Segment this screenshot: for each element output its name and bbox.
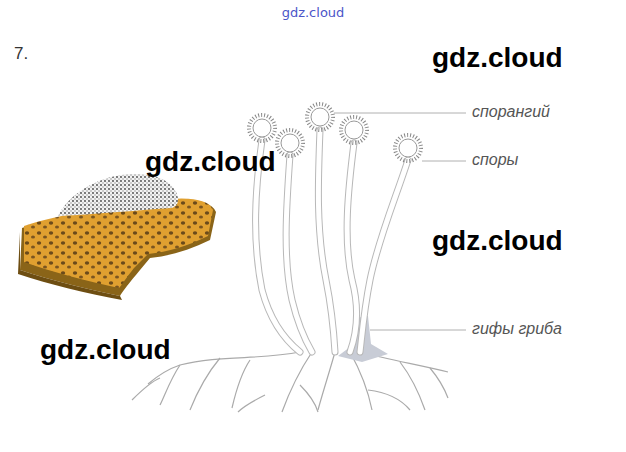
part-label: споры — [470, 151, 520, 168]
task-number: 7. — [14, 44, 28, 63]
watermark-slot: gdz.cloud — [432, 42, 563, 74]
part-label: гифы гриба — [470, 320, 564, 337]
watermark-slot: gdz.cloud — [282, 3, 345, 21]
watermark-slot: gdz.cloud — [432, 225, 563, 257]
watermark: gdz.cloud — [282, 5, 345, 20]
watermark: gdz.cloud — [145, 146, 276, 177]
watermark: gdz.cloud — [432, 225, 563, 256]
task-number-slot: 7. — [14, 44, 28, 64]
watermark: gdz.cloud — [40, 334, 171, 365]
part-label: спорангий — [470, 103, 552, 120]
watermark-slot: gdz.cloud — [40, 334, 171, 366]
part-label-slot: гифы гриба — [470, 320, 564, 338]
part-label-slot: споры — [470, 151, 520, 169]
part-label-slot: спорангий — [470, 103, 552, 121]
watermark-slot: gdz.cloud — [145, 146, 276, 178]
watermark: gdz.cloud — [432, 42, 563, 73]
